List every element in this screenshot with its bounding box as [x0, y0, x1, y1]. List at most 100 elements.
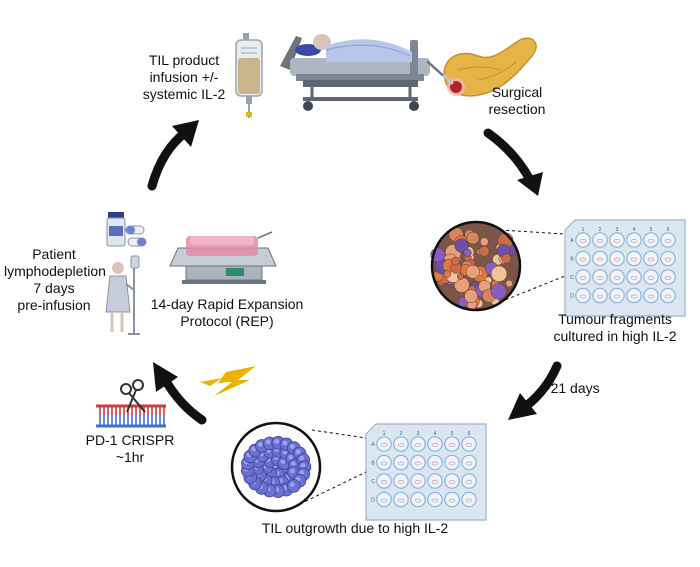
plate-column-label: 1: [582, 227, 585, 233]
arrow-top-right: [483, 128, 543, 196]
plate-column-label: 4: [434, 431, 437, 437]
tumour-fragment-icon: [430, 220, 522, 312]
tumour-cell: [443, 270, 452, 278]
plate-well: [410, 436, 426, 452]
plate-well: [575, 269, 591, 285]
plate-well: [643, 287, 659, 304]
plate-well: [592, 250, 608, 267]
plate-column-label: 6: [468, 431, 471, 437]
plate-well: [660, 269, 676, 285]
plate-well: [393, 491, 409, 508]
electroporation-lightning-icon: [200, 366, 256, 396]
plate-well: [626, 232, 642, 248]
pd1-crispr-label: PD-1 CRISPR ~1hr: [85, 432, 175, 465]
tumour-cell: [465, 264, 480, 279]
plate-well: [393, 454, 409, 471]
plate-well: [643, 232, 659, 248]
tumour-cell: [463, 248, 472, 257]
plate-well: [393, 473, 409, 489]
tumour-cell: [490, 265, 508, 282]
plate-well: [660, 287, 676, 304]
til-outgrowth-label: TIL outgrowth due to high IL-2: [261, 520, 449, 536]
plate-well: [592, 269, 608, 285]
well-plate-icon-til: 1 2 3 4 5 6A B C D: [365, 423, 487, 521]
capsule-icon: [125, 225, 147, 247]
plate-well: [427, 473, 443, 489]
plate-well: [626, 287, 642, 304]
plate-well: [609, 269, 625, 285]
plate-well: [376, 491, 392, 508]
plate-well: [575, 287, 591, 304]
plate-well: [575, 232, 591, 248]
plate-well: [461, 473, 477, 489]
plate-row-label: B: [570, 257, 574, 263]
plate-well: [592, 287, 608, 304]
plate-well: [376, 473, 392, 489]
plate-row-label: A: [371, 442, 375, 448]
arrow-top-left: [147, 120, 199, 191]
til-cluster-icon: [230, 421, 322, 513]
tumour-cell: [464, 289, 478, 303]
plate-well: [609, 287, 625, 304]
infusion-label: TIL product infusion +/- systemic IL-2: [142, 52, 226, 102]
plate-well: [427, 491, 443, 508]
rep-protocol-label: 14-day Rapid Expansion Protocol (REP): [150, 296, 304, 329]
tumour-cell: [451, 256, 460, 266]
plate-well: [626, 269, 642, 285]
plate-well: [461, 491, 477, 508]
lymphodepletion-label: Patient lymphodepletion 7 days pre-infus…: [4, 246, 106, 313]
plate-column-label: 2: [400, 431, 403, 437]
scalpel-icon: [426, 60, 454, 85]
tumour-cells: [430, 227, 516, 310]
til-cells: [241, 436, 312, 498]
plate-well: [393, 436, 409, 452]
zoom-lines-til: [299, 429, 367, 505]
plate-well: [444, 454, 460, 471]
plate-column-label: 5: [451, 431, 454, 437]
plate-well: [643, 269, 659, 285]
plate-row-label: B: [371, 461, 375, 467]
hospital-bed-icon: [280, 34, 430, 111]
plate-row-label: D: [570, 294, 574, 300]
tumour-cell: [490, 283, 507, 300]
plate-column-label: 5: [650, 227, 653, 233]
plate-well: [609, 232, 625, 248]
days-21-label: ~21 days: [542, 380, 600, 396]
plate-well: [592, 232, 608, 248]
zoom-lines-tumour: [499, 229, 566, 303]
scissors-icon: [120, 379, 146, 413]
plate-row-label: C: [570, 275, 574, 281]
plate-well: [410, 491, 426, 508]
plate-well: [461, 436, 477, 452]
dna-icon: [96, 404, 166, 428]
plate-column-label: 6: [667, 227, 670, 233]
plate-row-label: A: [570, 238, 574, 244]
plate-well: [444, 491, 460, 508]
plate-well: [626, 250, 642, 267]
arrow-right: [508, 361, 562, 420]
plate-column-label: 3: [417, 431, 420, 437]
plate-row-label: C: [371, 479, 375, 485]
tumour-fragments-label: Tumour fragments cultured in high IL-2: [553, 311, 677, 344]
tumour-cell: [454, 238, 469, 253]
plate-column-label: 3: [616, 227, 619, 233]
plate-well: [427, 454, 443, 471]
surgical-resection-label: Surgical resection: [488, 84, 546, 117]
plate-well: [461, 454, 477, 471]
tumour-cell: [466, 231, 480, 245]
pill-bottle-icon: [106, 212, 126, 247]
plate-well: [410, 473, 426, 489]
tumour-cell: [456, 273, 464, 281]
plate-column-label: 2: [599, 227, 602, 233]
plate-well: [410, 454, 426, 471]
standing-patient-icon: [105, 255, 140, 335]
iv-bag-icon: [235, 33, 263, 118]
plate-well: [376, 436, 392, 452]
plate-row-label: D: [371, 498, 375, 504]
plate-well: [643, 250, 659, 267]
plate-well: [427, 436, 443, 452]
plate-column-label: 1: [383, 431, 386, 437]
